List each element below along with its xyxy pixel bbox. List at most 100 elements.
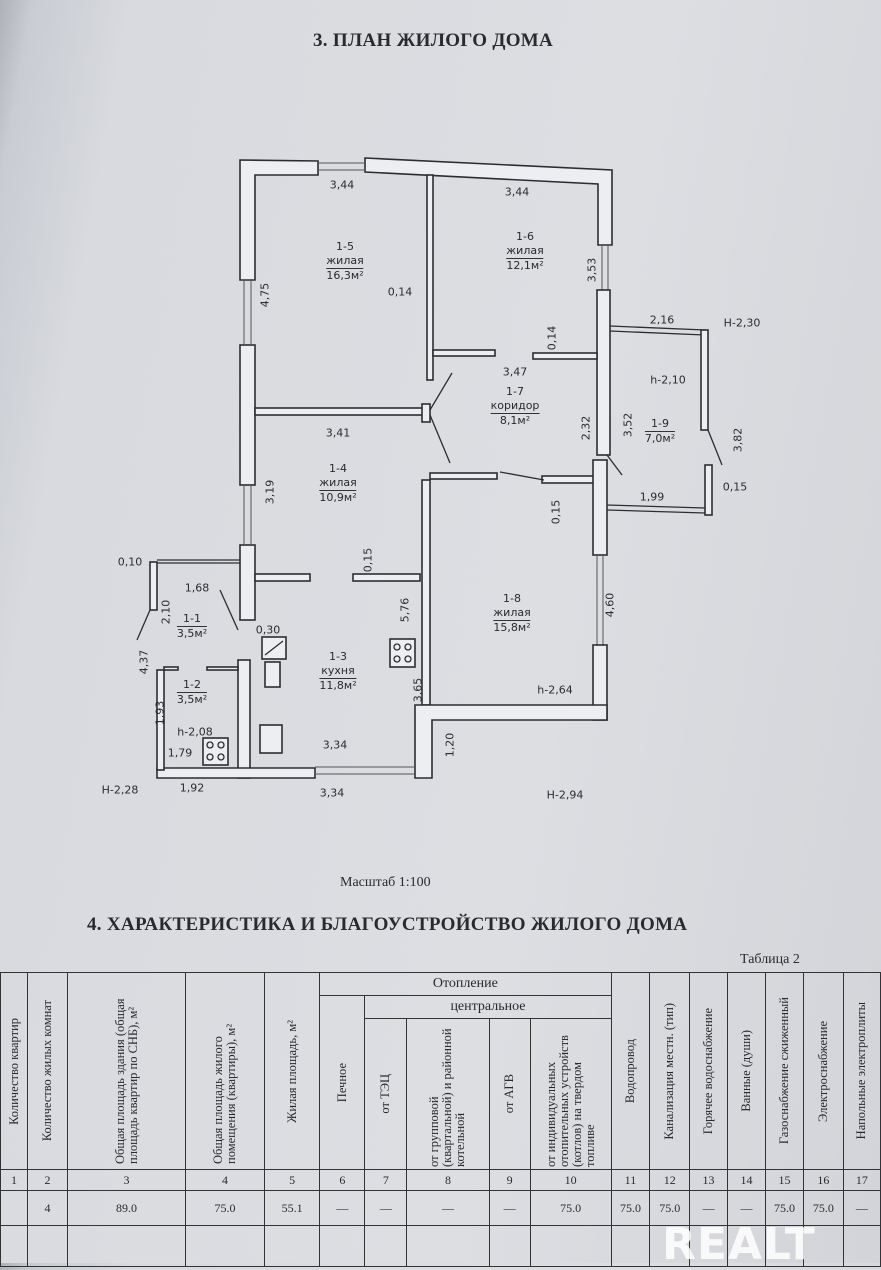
table-row: Количество квартир Количество жилых комна… <box>0 972 881 1170</box>
table-cell-empty <box>27 1225 68 1267</box>
table-cell: — <box>842 1190 881 1226</box>
dimension-label: 0,15 <box>549 499 563 525</box>
table-cell-empty <box>0 1225 28 1267</box>
room-number: 1-4 <box>329 462 347 475</box>
table-cell-empty <box>185 1225 265 1267</box>
table-cell-empty <box>364 1225 408 1267</box>
room-number: 1-7 <box>506 385 524 398</box>
wall <box>156 669 165 771</box>
room-number: 1-5 <box>336 240 354 253</box>
dimension-label: 3,19 <box>263 479 277 505</box>
column-header-text: Количество жилых комнат <box>40 1000 54 1142</box>
dimension-label: 1,68 <box>184 581 210 595</box>
column-number: 11 <box>610 1169 651 1191</box>
column-header: от групповой (квартальной) и районной ко… <box>406 1018 490 1170</box>
dimension-label: 4,60 <box>603 592 617 618</box>
table-cell <box>0 1190 28 1226</box>
characteristics-table: Количество квартир Количество жилых комна… <box>0 972 881 1267</box>
dimension-label: 1,92 <box>179 781 205 795</box>
dimension-label: 2,16 <box>649 313 675 327</box>
column-header-text: Горячее водоснабжение <box>701 1007 716 1135</box>
column-header: Жилая площадь, м² <box>263 972 321 1170</box>
wall <box>421 479 431 706</box>
room-number: 1-6 <box>516 230 534 243</box>
table-cell: 55.1 <box>263 1190 321 1226</box>
wall <box>239 544 256 621</box>
group-header-heating: Отопление <box>319 972 612 996</box>
column-number: 12 <box>649 1169 691 1191</box>
dimension-label: 2,32 <box>579 415 593 441</box>
column-header: от ТЭЦ <box>364 1018 408 1170</box>
column-header-text: от АГВ <box>502 1074 517 1114</box>
column-header-text: Общая площадь здания (общая площадь квар… <box>112 997 140 1164</box>
table-cell: 89.0 <box>67 1190 186 1226</box>
column-header: Газоснабжение сжиженный <box>765 972 805 1170</box>
wall <box>426 174 434 381</box>
table-cell-empty <box>842 1225 881 1267</box>
wall <box>592 459 608 556</box>
dimension-label: Н-2,94 <box>546 788 584 802</box>
room-area: 3,5м² <box>176 626 208 640</box>
column-number: 3 <box>67 1169 186 1191</box>
room-number: 1-1 <box>183 612 201 625</box>
table-cell: 75.0 <box>185 1190 265 1226</box>
table-cell-empty <box>610 1225 651 1267</box>
column-header-text: от индивидуальных отопительных устройств… <box>543 1034 597 1167</box>
dimension-label: 3,53 <box>585 257 599 283</box>
wall <box>532 352 598 360</box>
column-header-text: Количество квартир <box>6 1017 21 1125</box>
wall <box>239 344 256 486</box>
dimension-label: 2,10 <box>159 599 173 625</box>
room-number: 1-3 <box>329 650 347 663</box>
column-header: от АГВ <box>488 1018 531 1170</box>
table-cell: — <box>488 1190 531 1226</box>
wall <box>237 659 251 779</box>
column-number: 16 <box>803 1169 844 1191</box>
watermark-logo: REALT <box>662 1219 816 1270</box>
dimension-label: h-2,10 <box>650 373 686 387</box>
dimension-label: 4,75 <box>258 282 272 308</box>
dimension-label: 0,10 <box>117 555 143 569</box>
wall <box>541 475 598 484</box>
wall <box>596 289 611 456</box>
dimension-label: 1,20 <box>443 732 457 758</box>
column-header-text: Газоснабжение сжиженный <box>777 997 792 1145</box>
group-header-central: центральное <box>364 995 612 1019</box>
dimension-label: 3,52 <box>621 412 635 438</box>
room-area: 8,1м² <box>490 413 540 428</box>
wall <box>156 767 316 779</box>
wall <box>254 407 426 416</box>
wall <box>414 704 608 779</box>
dimension-label: 3,47 <box>502 365 528 379</box>
column-header: Электроснабжение <box>803 972 844 1170</box>
column-header: Общая площадь здания (общая площадь квар… <box>67 972 186 1170</box>
table-cell-empty <box>263 1225 321 1267</box>
table-row <box>0 1225 881 1267</box>
dimension-label: 3,34 <box>322 738 348 752</box>
column-header-text: Электроснабжение <box>815 1020 830 1122</box>
section-3-title: 3. ПЛАН ЖИЛОГО ДОМА <box>313 30 554 51</box>
cabinet-icon <box>259 724 283 754</box>
scale-label: Масштаб 1:100 <box>340 875 431 890</box>
room-type: жилая <box>326 254 364 267</box>
dimension-label: 0,30 <box>255 623 281 637</box>
dimension-label: 0,15 <box>361 547 375 573</box>
room-type: жилая <box>493 606 531 619</box>
dimension-label: 3,44 <box>504 185 530 199</box>
column-header: Канализация местн. (тип) <box>649 972 691 1170</box>
column-header-text: Общая площадь жилого помещения (квартиры… <box>211 1023 238 1164</box>
room-area: 3,5м² <box>176 692 208 706</box>
dimension-label: 5,76 <box>398 597 412 623</box>
column-number: 2 <box>27 1169 68 1191</box>
column-header-text: Канализация местн. (тип) <box>662 1002 677 1140</box>
table-cell: — <box>406 1190 490 1226</box>
column-number: 14 <box>727 1169 767 1191</box>
